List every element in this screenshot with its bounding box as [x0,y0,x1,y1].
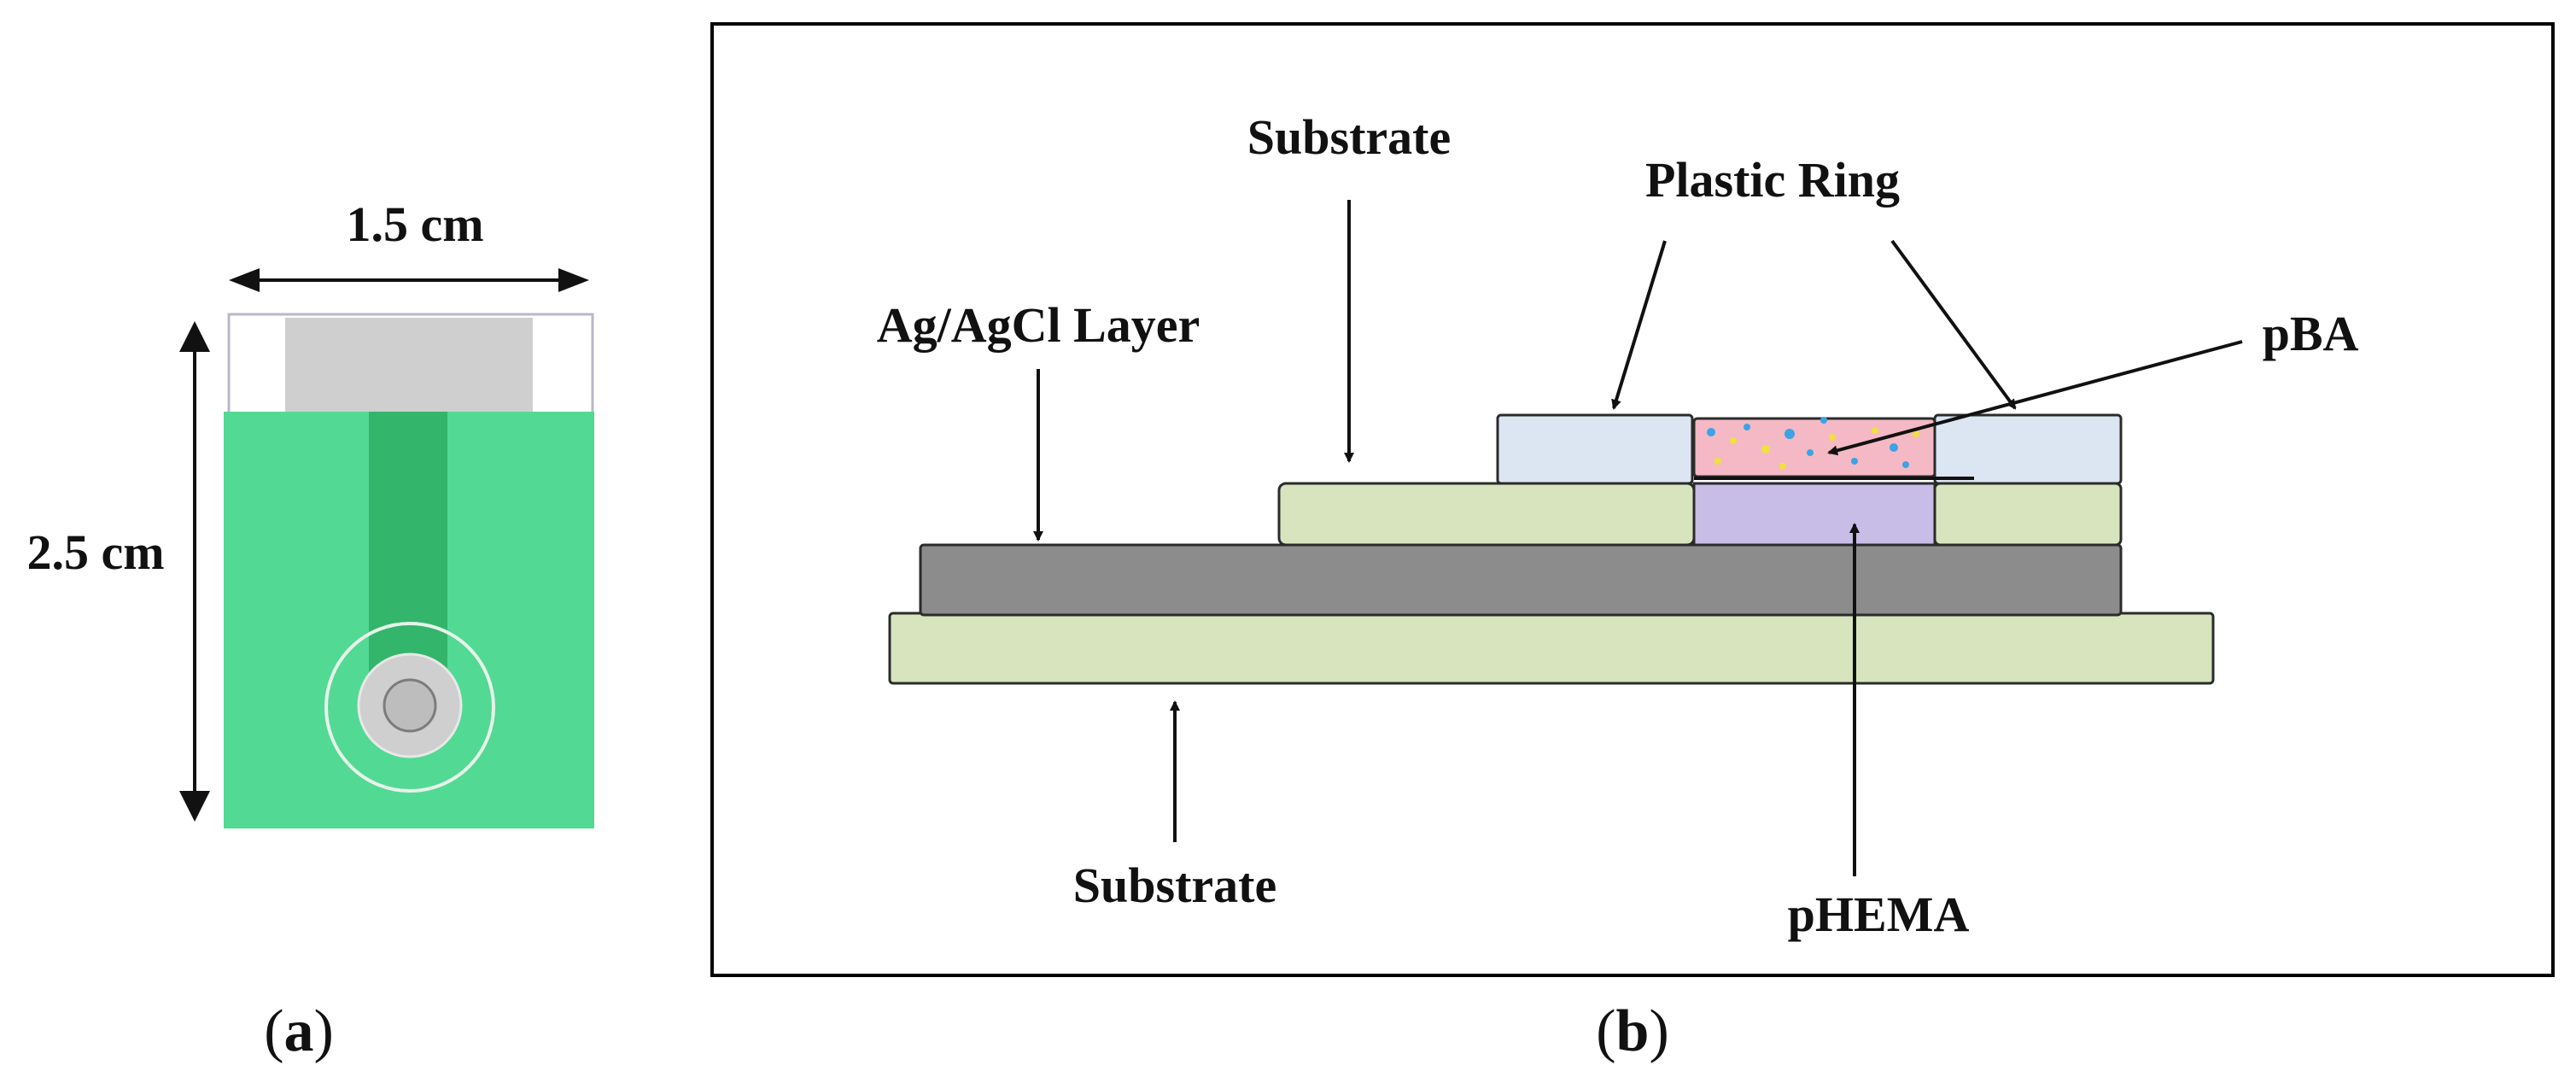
conductive-trace [369,412,447,683]
substrate-bottom-label: Substrate [1073,858,1276,913]
panel-a-electrode-top-view: 1.5 cm 2.5 cm (a) [26,196,594,1064]
plastic-ring-right-arrow [1890,239,2017,410]
phema-layer [1692,482,1936,547]
pba-arrow [1827,340,2243,456]
pba-particles [1707,417,1919,470]
pba-layer [1692,417,1936,478]
plastic-ring-left-arrow [1611,240,1667,410]
width-label: 1.5 cm [346,196,483,252]
contact-pad [285,318,533,413]
plastic-ring-right [1933,413,2123,485]
plastic-ring-label: Plastic Ring [1645,152,1900,208]
top-substrate-right-layer [1933,482,2123,547]
height-label: 2.5 cm [26,524,164,580]
phema-label: pHEMA [1788,887,1970,942]
ag-agcl-layer-label: Ag/AgCl Layer [877,297,1200,353]
panel-b-caption: (b) [1596,998,1669,1064]
substrate-top-label: Substrate [1247,109,1451,165]
height-dimension-arrow [179,321,210,822]
leader-arrows [1033,200,2243,876]
bottom-substrate-layer [888,612,2215,685]
panel-b-cross-section: Substrate Plastic Ring Ag/AgCl Layer pBA… [710,22,2555,1064]
pba-label: pBA [2263,306,2359,361]
panel-a-caption: (a) [264,998,334,1064]
top-substrate-layer [1277,482,1696,547]
sensing-spot [324,622,495,793]
width-dimension-arrow [229,268,589,292]
ag-agcl-layer [919,543,2123,617]
plastic-ring-left [1496,413,1694,485]
